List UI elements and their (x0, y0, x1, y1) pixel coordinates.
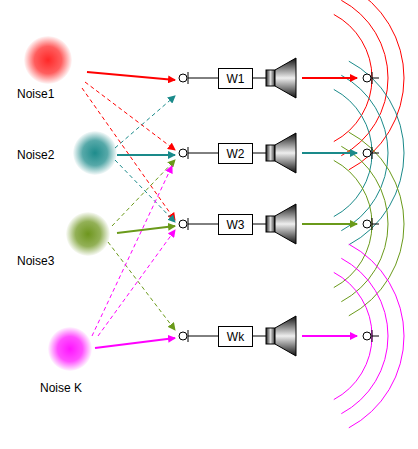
mic-lead (372, 78, 379, 79)
filter-label: W3 (227, 218, 245, 232)
signal-wire (188, 224, 218, 225)
wave-arc (349, 244, 404, 428)
error-mic (363, 149, 371, 157)
wave-arc (349, 132, 404, 316)
reference-mic (179, 332, 187, 340)
output-arrow (302, 223, 357, 225)
noise-label: Noise3 (17, 254, 54, 268)
filter-box: W3 (218, 214, 253, 235)
signal-wire (252, 224, 266, 225)
channel-hardware (179, 58, 379, 356)
noise-blob (73, 131, 117, 175)
reference-mic (179, 149, 187, 157)
wave-arc (349, 0, 404, 170)
output-arrow (302, 152, 357, 154)
noise-source: Noise2 (73, 131, 117, 175)
reference-mic (179, 220, 187, 228)
filter-label: W1 (227, 72, 245, 86)
reference-mic (179, 74, 187, 82)
speaker-magnet (266, 70, 275, 86)
mic-lead (372, 153, 379, 154)
signal-wire (252, 153, 266, 154)
speaker-cone (275, 316, 296, 356)
signal-wire (188, 78, 218, 79)
signal-wire (188, 153, 218, 154)
noise-label: Noise K (40, 381, 82, 395)
noise-source: Noise3 (66, 212, 110, 256)
speaker-magnet (266, 216, 275, 232)
speaker-cone (275, 204, 296, 244)
speaker-cone (275, 133, 296, 173)
filter-box: W1 (218, 68, 253, 89)
crosstalk-arrow (98, 230, 175, 336)
noise-label: Noise2 (17, 148, 54, 162)
filter-label: W2 (227, 147, 245, 161)
error-mic (363, 332, 371, 340)
crosstalk-arrow (112, 160, 175, 226)
noise-blob (24, 36, 72, 84)
noise-source: Noise1 (24, 36, 72, 84)
sound-waves (334, 0, 404, 428)
error-mic (363, 74, 371, 82)
mic-lead (372, 224, 379, 225)
primary-arrow (117, 154, 175, 156)
noise-label: Noise1 (17, 87, 54, 101)
speaker-magnet (266, 145, 275, 161)
output-arrow (302, 77, 357, 79)
filter-box: Wk (218, 326, 253, 347)
speaker-magnet (266, 328, 275, 344)
primary-arrow (95, 338, 175, 348)
noise-blob (48, 327, 92, 371)
filter-box: W2 (218, 143, 253, 164)
signal-wire (188, 336, 218, 337)
noise-paths (82, 72, 175, 348)
wave-arc (349, 61, 404, 245)
noise-source: Noise K (48, 327, 92, 371)
signal-wire (252, 78, 266, 79)
signal-wire (252, 336, 266, 337)
crosstalk-arrow (108, 242, 175, 330)
mic-lead (372, 336, 379, 337)
error-mic (363, 220, 371, 228)
primary-arrow (87, 72, 175, 80)
speaker-cone (275, 58, 296, 98)
primary-arrow (117, 226, 175, 233)
filter-label: Wk (227, 330, 244, 344)
output-arrow (302, 335, 357, 337)
crosstalk-arrow (115, 96, 175, 148)
noise-blob (66, 212, 110, 256)
